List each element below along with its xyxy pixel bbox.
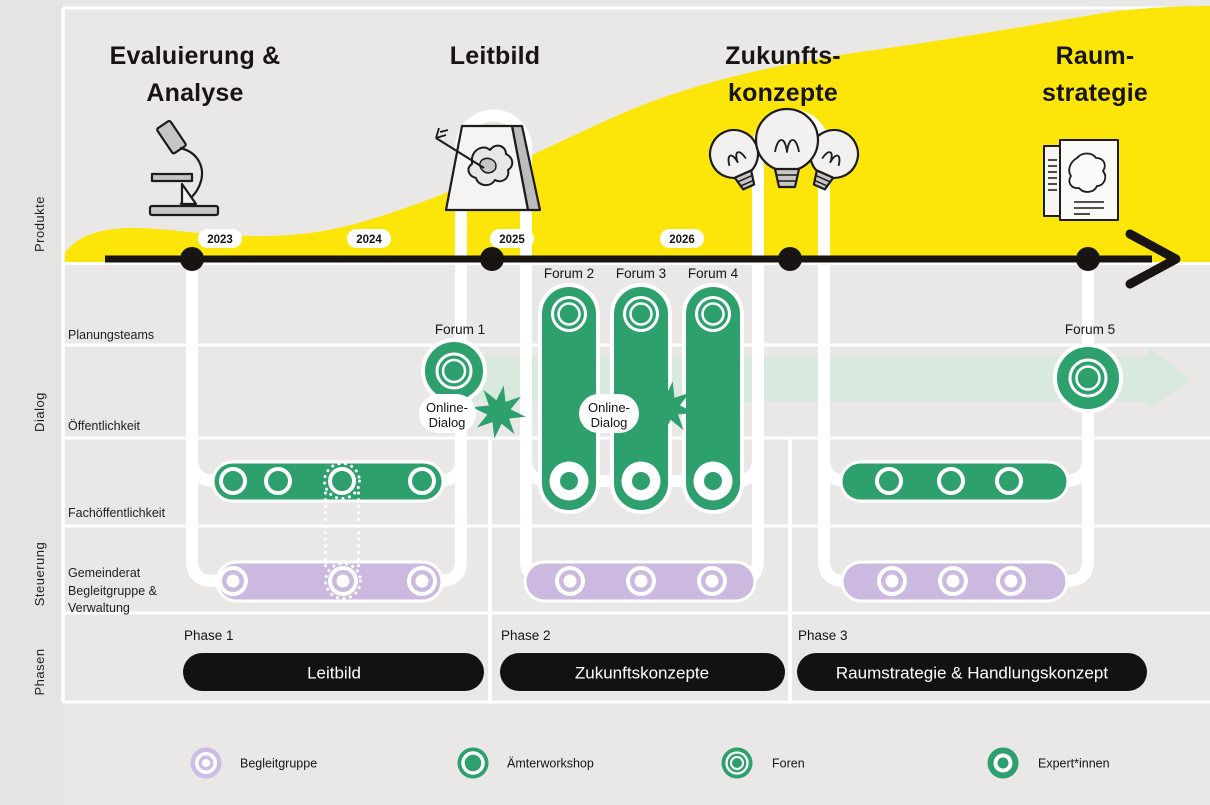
heading-raumstrategie-line1: Raum- — [1056, 42, 1135, 70]
fachoeffentlichkeit-workshops-left — [211, 460, 445, 503]
column-headings: Evaluierung & Analyse Leitbild Zukunfts-… — [110, 42, 1148, 107]
row-planungsteams: Planungsteams — [68, 328, 154, 342]
foren-icon — [721, 747, 753, 779]
timeline-dot-4 — [1076, 247, 1100, 271]
heading-leitbild: Leitbild — [450, 42, 540, 70]
fachoeffentlichkeit-workshops-right — [839, 460, 1070, 503]
dashed-link-workshop-to-steering — [323, 462, 362, 600]
phase-2-name: Zukunftskonzepte — [575, 664, 709, 683]
legend-item-begleitgruppe: Begleitgruppe — [190, 747, 317, 779]
phase-3-name: Raumstrategie & Handlungskonzept — [836, 664, 1108, 683]
forum-2-label: Forum 2 — [544, 266, 594, 281]
legend: Begleitgruppe Ämterworkshop Foren Expe — [190, 747, 1110, 779]
phase-2: Phase 2 Zukunftskonzepte — [500, 628, 785, 691]
starburst-icon-2 — [641, 381, 695, 435]
steering-pill-phase1 — [215, 560, 444, 603]
heading-evaluierung-line1: Evaluierung & — [110, 42, 281, 70]
online-dialog-line1: Online- — [588, 400, 630, 415]
heading-zukunftskonzepte-line1: Zukunfts- — [725, 42, 841, 70]
group-dialog: Dialog — [32, 392, 47, 432]
timeline: 2023 2024 2025 2026 — [105, 229, 1181, 289]
phase-1-name: Leitbild — [307, 664, 361, 683]
timeline-dot-1 — [180, 247, 204, 271]
yellow-wave — [63, 6, 1210, 262]
group-labels: Produkte Dialog Steuerung Phasen — [32, 196, 47, 696]
timeline-arrow-icon — [1125, 229, 1181, 289]
heading-evaluierung-line2: Analyse — [146, 79, 243, 107]
phase-1: Phase 1 Leitbild — [183, 628, 484, 691]
microscope-icon — [148, 119, 220, 217]
row-gemeinderat-line2: Begleitgruppe & — [68, 584, 158, 598]
legend-label-aemterworkshop: Ämterworkshop — [507, 757, 594, 771]
online-dialog-bubble-1: Online- Dialog — [419, 394, 476, 433]
phase-2-pill — [500, 653, 785, 691]
row-gemeinderat-line1: Gemeinderat — [68, 566, 141, 580]
forum-labels: Forum 1 Forum 2 Forum 3 Forum 4 Forum 5 — [435, 266, 1115, 337]
forum-1-label: Forum 1 — [435, 322, 485, 337]
legend-item-aemterworkshop: Ämterworkshop — [457, 747, 594, 779]
legend-label-begleitgruppe: Begleitgruppe — [240, 757, 317, 771]
phase-1-label: Phase 1 — [184, 628, 234, 643]
forum-5-circle — [1053, 343, 1123, 413]
aemterworkshop-icon — [457, 747, 489, 779]
phase-3-pill — [797, 653, 1147, 691]
row-fachoeffentlichkeit: Fachöffentlichkeit — [68, 506, 166, 520]
online-dialog-bubble-2: Online- Dialog — [579, 394, 639, 433]
phase-2-label: Phase 2 — [501, 628, 551, 643]
booklet-icon — [1043, 139, 1119, 221]
row-gemeinderat-line3: Verwaltung — [68, 601, 130, 615]
heading-raumstrategie-line2: strategie — [1042, 79, 1148, 107]
year-2024: 2024 — [356, 234, 382, 246]
expertinnen-icon — [987, 747, 1019, 779]
band-arrow-icon — [1148, 347, 1191, 411]
steering-pill-phase3 — [840, 560, 1069, 603]
begleitgruppe-icon — [190, 747, 222, 779]
forum-2-pill — [538, 283, 600, 514]
year-2026: 2026 — [669, 234, 695, 246]
year-2025: 2025 — [499, 234, 525, 246]
year-labels: 2023 2024 2025 2026 — [198, 229, 704, 248]
phase-1-pill — [183, 653, 484, 691]
legend-item-foren: Foren — [721, 747, 805, 779]
starburst-icon-1 — [472, 385, 526, 439]
forum-5-label: Forum 5 — [1065, 322, 1115, 337]
phase-3-label: Phase 3 — [798, 628, 848, 643]
row-labels: Planungsteams Öffentlichkeit Fachöffentl… — [68, 328, 166, 615]
lightbulbs-icon — [708, 107, 860, 191]
steering-pill-phase2 — [523, 560, 757, 603]
legend-label-expertinnen: Expert*innen — [1038, 757, 1110, 771]
row-oeffentlichkeit: Öffentlichkeit — [68, 419, 141, 433]
forum-4-label: Forum 4 — [688, 266, 739, 281]
forum-4-pill — [682, 283, 744, 514]
legend-label-foren: Foren — [772, 757, 805, 771]
forum-1-circle — [421, 338, 487, 404]
online-dialog-line2: Dialog — [429, 415, 466, 430]
group-phasen: Phasen — [32, 648, 47, 695]
map-easel-icon — [435, 124, 542, 212]
left-axis-strip — [0, 0, 63, 805]
grid-lines — [61, 8, 1210, 704]
online-dialog-line2: Dialog — [591, 415, 628, 430]
timeline-dot-2 — [480, 247, 504, 271]
forum-3-label: Forum 3 — [616, 266, 666, 281]
phase-3: Phase 3 Raumstrategie & Handlungskonzept — [797, 628, 1147, 691]
heading-zukunftskonzepte-line2: konzepte — [728, 79, 838, 107]
legend-item-expertinnen: Expert*innen — [987, 747, 1110, 779]
group-steuerung: Steuerung — [32, 542, 47, 607]
group-produkte: Produkte — [32, 196, 47, 252]
online-dialog-line1: Online- — [426, 400, 468, 415]
year-2023: 2023 — [207, 234, 233, 246]
timeline-dot-3 — [778, 247, 802, 271]
